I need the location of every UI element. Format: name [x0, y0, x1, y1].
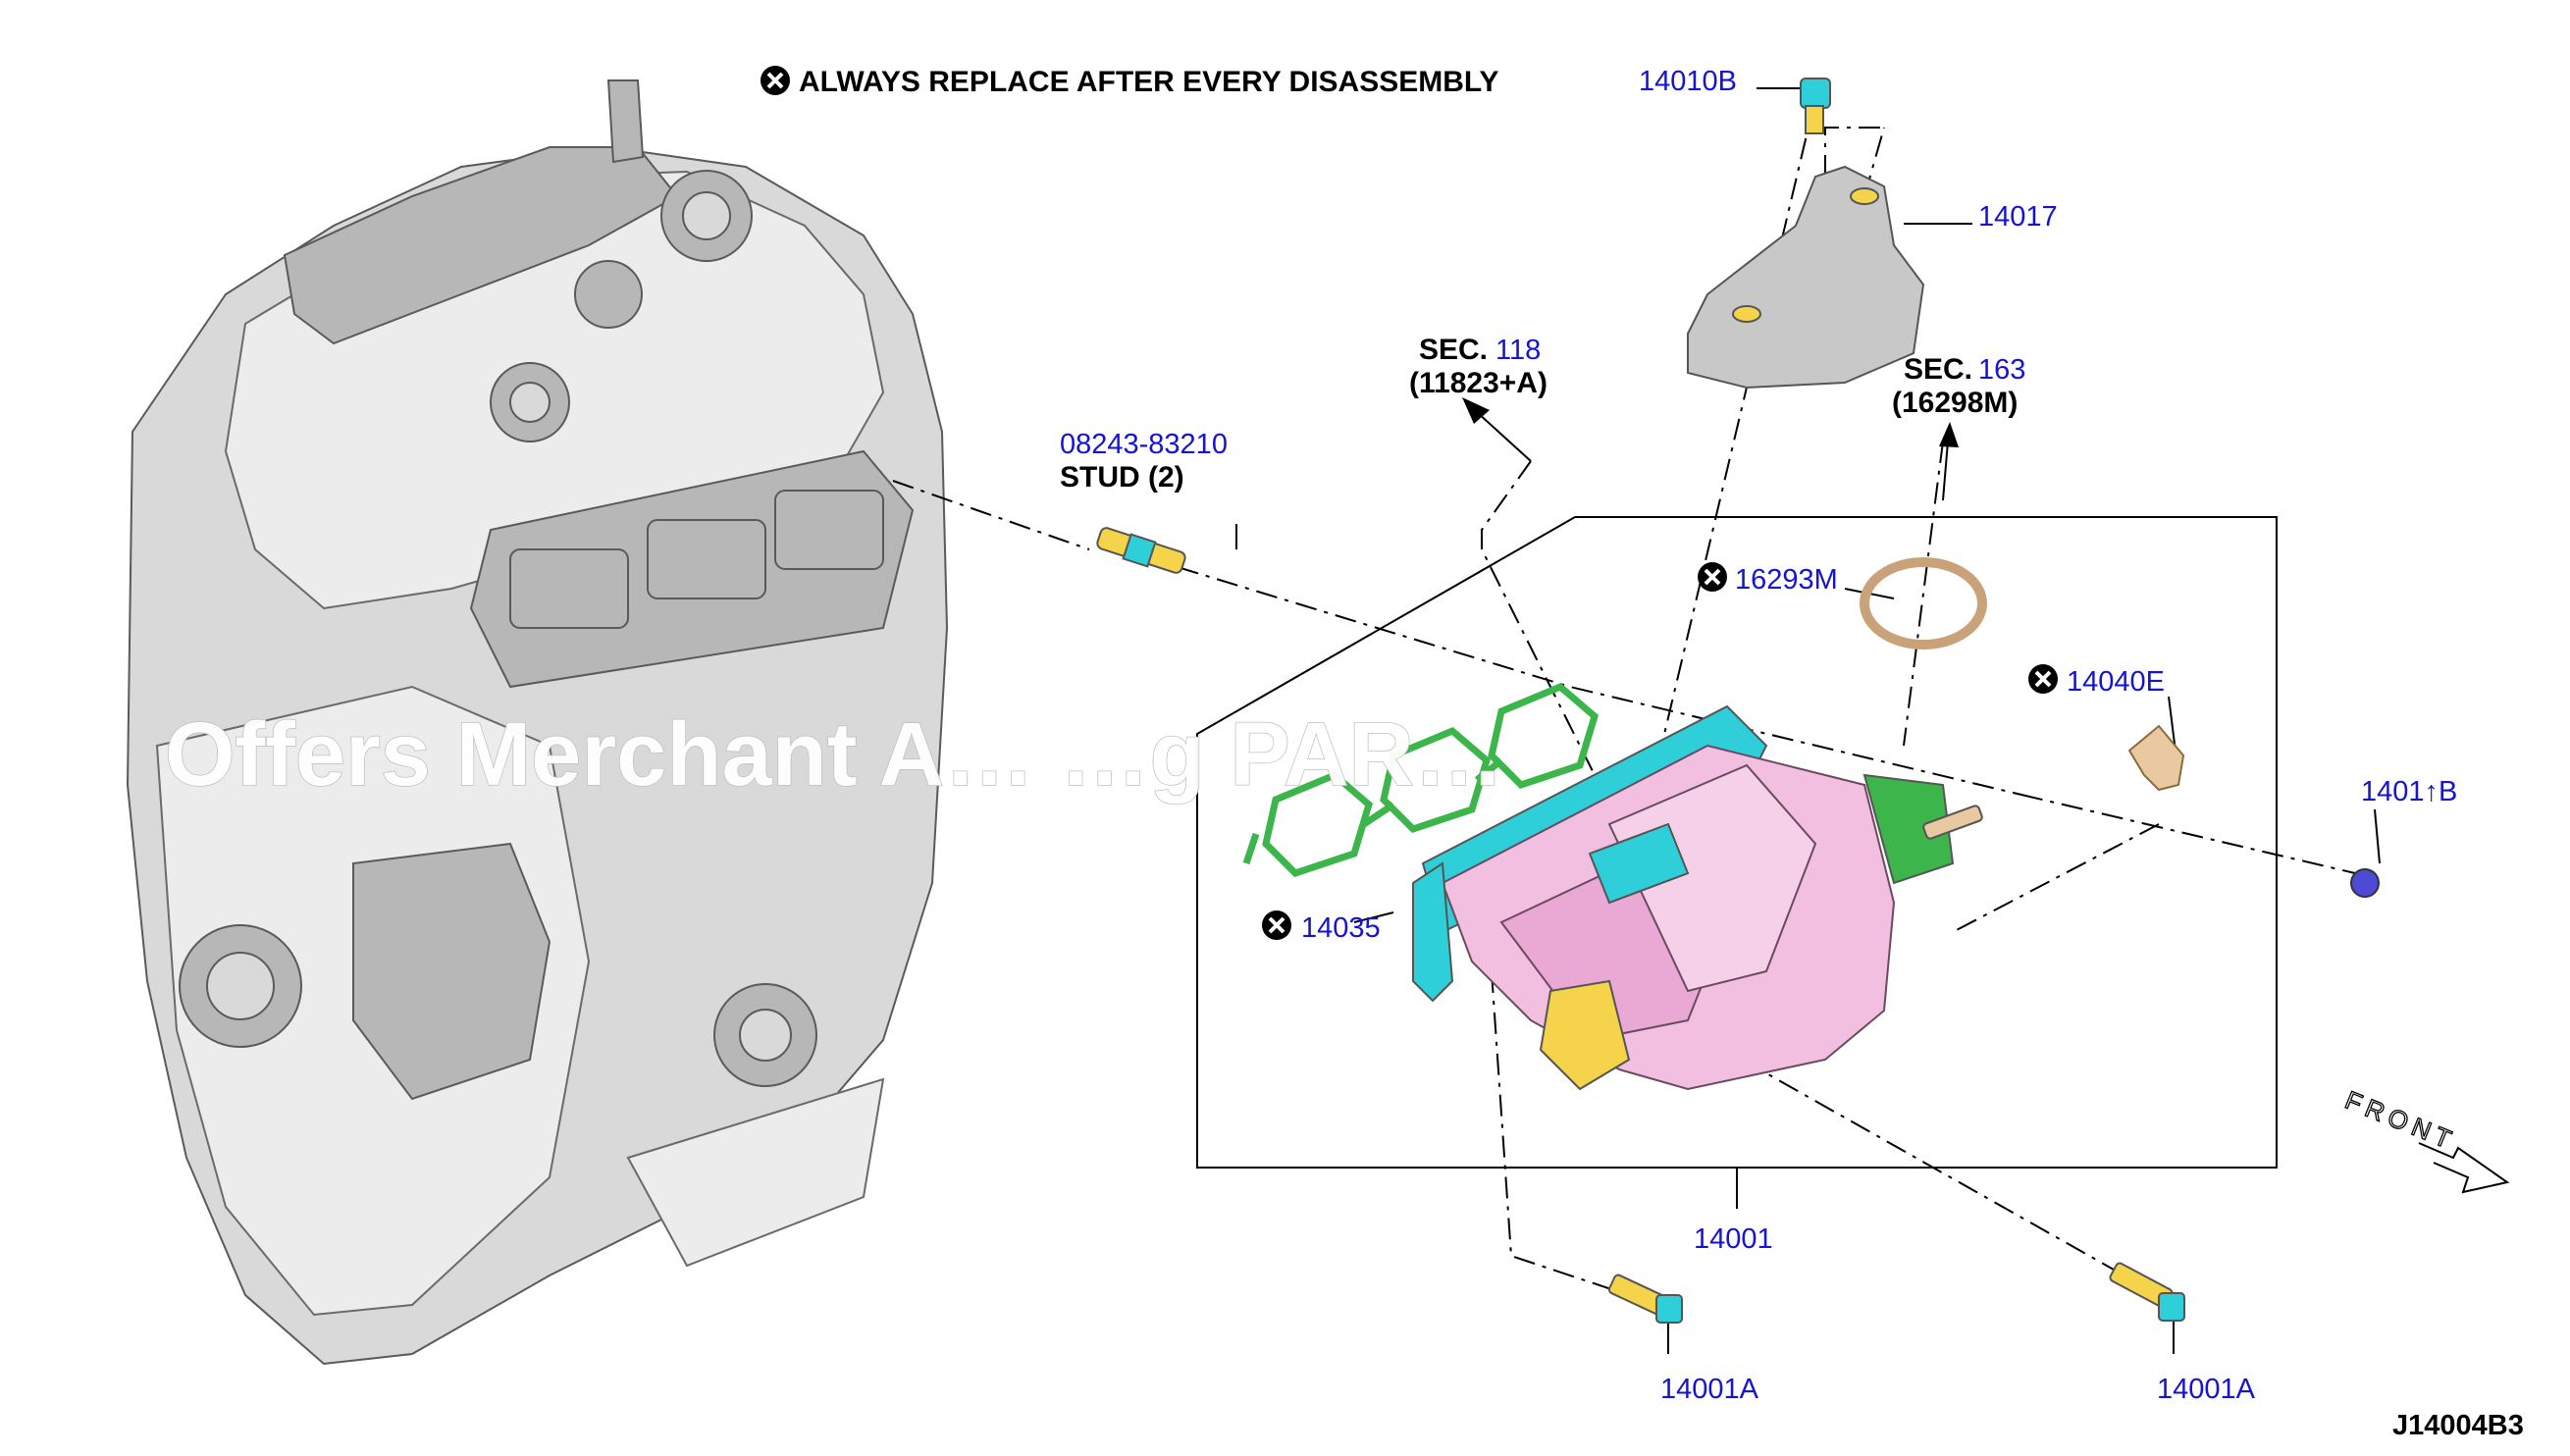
front-label: FRONT [2341, 1085, 2461, 1157]
part-label-14017[interactable]: 14017 [1978, 201, 2058, 233]
sec118-prefix: SEC. [1419, 334, 1488, 366]
part-label-08243-83210[interactable]: 08243-83210 [1060, 429, 1228, 460]
replace-note: ALWAYS REPLACE AFTER EVERY DISASSEMBLY [799, 66, 1498, 98]
ring-16293M [1860, 557, 1987, 650]
part-label-14010B[interactable]: 14010B [1639, 66, 1737, 97]
part-label-16293M[interactable]: 16293M [1735, 564, 1838, 596]
replace-icon [2028, 664, 2058, 694]
assembly-boundary-box [1196, 516, 2278, 1169]
watermark-text: Offers Merchant A… …g PAR… [165, 704, 1504, 805]
engine-block-illustration [126, 79, 949, 1366]
replace-icon [1262, 910, 1291, 940]
replace-icon [1698, 562, 1727, 592]
stud-label: STUD (2) [1060, 461, 1184, 494]
sec163-arrow [1939, 422, 1959, 501]
sec118-link[interactable]: 118 [1495, 335, 1541, 366]
bolt-14001A-right [2109, 1262, 2185, 1322]
bolt-14010B [1800, 78, 1831, 134]
part-label-14001A-right[interactable]: 14001A [2157, 1374, 2256, 1405]
clip-14040E [2127, 724, 2185, 792]
part-label-14035[interactable]: 14035 [1301, 912, 1381, 944]
sec163-ref: (16298M) [1892, 387, 2018, 419]
sec118-ref: (11823+A) [1409, 367, 1547, 399]
bracket-14017 [1687, 165, 1925, 390]
bolt-14001A-left [1607, 1274, 1683, 1324]
sec118-arrow [1462, 397, 1532, 462]
replace-icon [761, 66, 790, 95]
part-label-14001[interactable]: 14001 [1694, 1223, 1773, 1255]
part-label-14040E[interactable]: 14040E [2067, 666, 2165, 698]
gasket-14035 [1242, 682, 1600, 878]
sec163-link[interactable]: 163 [1978, 354, 2025, 386]
intake-manifold-14001 [1412, 704, 1983, 1091]
drawing-id: J14004B3 [2392, 1410, 2524, 1441]
stud-part [1096, 527, 1186, 574]
nut-1401B [2350, 868, 2380, 898]
part-label-1401B[interactable]: 1401↑B [2361, 776, 2457, 807]
front-arrow-icon [2418, 1142, 2510, 1194]
part-label-14001A-left[interactable]: 14001A [1660, 1374, 1759, 1405]
sec163-prefix: SEC. [1904, 353, 1972, 386]
